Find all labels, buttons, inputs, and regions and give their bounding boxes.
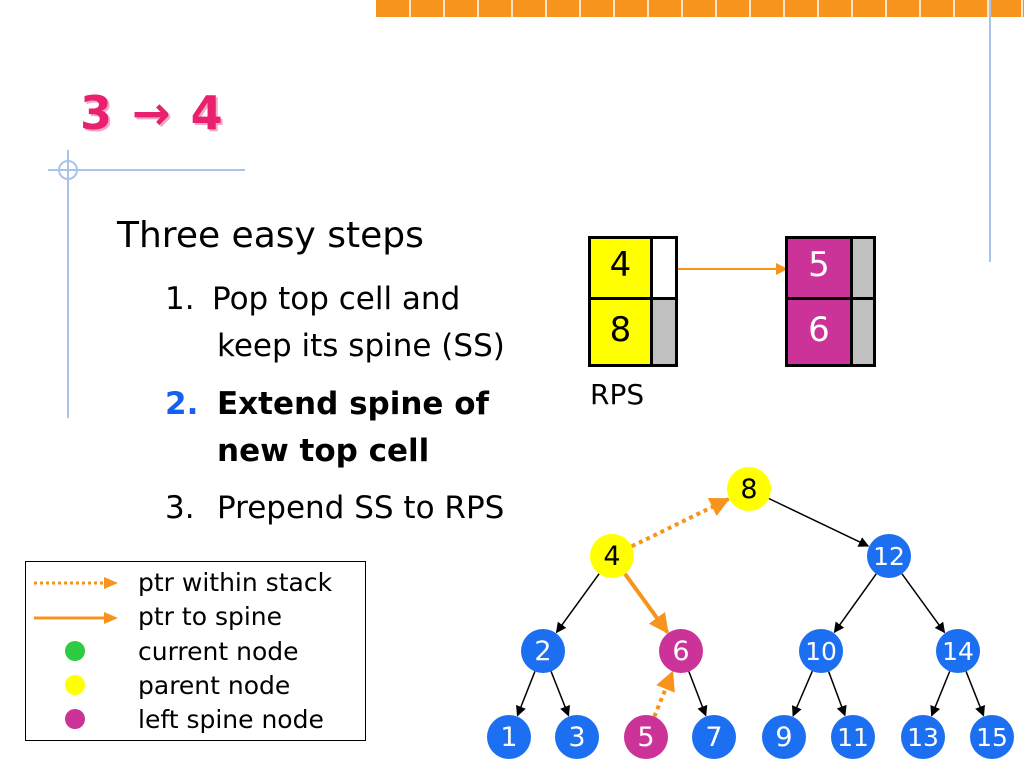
tree-node-label: 7 — [705, 722, 722, 753]
tree-node: 11 — [831, 715, 875, 759]
tree-node-circle — [762, 715, 806, 759]
step-text-line: Pop top cell and — [212, 281, 461, 317]
slide-title: 3 → 4 — [80, 86, 225, 140]
stack-value: 4 — [609, 245, 632, 285]
rps-label: RPS — [590, 378, 645, 411]
step-text-line: Extend spine of — [217, 386, 490, 422]
top-bar-tiles — [376, 0, 1024, 17]
tree-node-label: 14 — [942, 637, 974, 666]
tree-node-label: 4 — [603, 541, 620, 572]
step-text-line: new top cell — [217, 433, 430, 469]
tree-node: 4 — [590, 534, 634, 578]
tree-edge — [555, 573, 600, 634]
step-number: 2. — [165, 386, 199, 422]
tree-node-circle — [590, 534, 634, 578]
stack-cell-pointer — [850, 297, 876, 367]
tree-node: 10 — [799, 629, 843, 673]
spine-pointer-edge — [623, 572, 670, 635]
tree-node: 5 — [624, 715, 668, 759]
arrowhead-icon — [104, 612, 118, 624]
step-number: 1. — [165, 281, 195, 317]
tree-node: 9 — [762, 715, 806, 759]
tree-node-label: 13 — [907, 723, 939, 752]
tree-node-label: 2 — [534, 636, 551, 667]
tree-edge — [516, 671, 536, 717]
tree-edge — [768, 497, 870, 547]
stack-pointer-edge — [652, 670, 675, 718]
steps-heading: Three easy steps — [117, 215, 424, 256]
rule-circle — [58, 160, 78, 180]
tree-node-circle — [521, 629, 565, 673]
tree-node: 15 — [970, 715, 1014, 759]
tree-edge — [827, 671, 847, 717]
tree-node-circle — [487, 715, 531, 759]
tree-node-label: 15 — [976, 723, 1008, 752]
steps-list: Three easy steps — [117, 214, 424, 258]
tree-node-label: 12 — [873, 542, 905, 571]
tree-node-circle — [936, 629, 980, 673]
tree-edge — [930, 671, 951, 717]
parent-node-dot-icon — [65, 675, 85, 695]
tree-node-circle — [727, 467, 771, 511]
stack-pointer-edge — [630, 497, 731, 549]
tree-node-label: 10 — [805, 637, 837, 666]
tree-node-label: 6 — [672, 636, 689, 667]
legend-label: ptr to spine — [138, 602, 283, 631]
stack-value: 8 — [609, 310, 632, 350]
legend-label: ptr within stack — [138, 568, 333, 597]
tree-node-circle — [867, 534, 911, 578]
tree-node-circle — [970, 715, 1014, 759]
step-number: 3. — [165, 490, 195, 526]
tree-node: 8 — [727, 467, 771, 511]
tree-node: 1 — [487, 715, 531, 759]
tree-node-label: 11 — [837, 723, 869, 752]
tree-node-label: 5 — [637, 722, 654, 753]
tree-node: 14 — [936, 629, 980, 673]
tree-node: 6 — [659, 629, 703, 673]
legend-box: ptr within stack ptr to spine current no… — [25, 561, 366, 741]
tree-edge — [901, 573, 946, 634]
tree-edge — [965, 671, 985, 717]
legend-label: current node — [138, 637, 299, 666]
stack-value: 6 — [808, 310, 830, 350]
tree-node-circle — [799, 629, 843, 673]
tree-node: 12 — [867, 534, 911, 578]
step-text-line: Prepend SS to RPS — [217, 490, 505, 526]
current-node-dot-icon — [65, 641, 85, 661]
stack-value: 5 — [808, 245, 830, 285]
tree-edge — [833, 573, 877, 634]
tree-edge — [688, 671, 708, 717]
tree-node-circle — [555, 715, 599, 759]
tree-edge — [550, 671, 570, 717]
tree-node: 3 — [555, 715, 599, 759]
tree-node-label: 9 — [775, 722, 792, 753]
tree-node-circle — [659, 629, 703, 673]
arrowhead-icon — [104, 577, 118, 589]
tree-node: 2 — [521, 629, 565, 673]
stack-link-arrowhead-icon — [776, 263, 788, 275]
stack-cell-pointer — [650, 297, 678, 367]
tree-node-label: 1 — [500, 722, 517, 753]
tree-node-circle — [692, 715, 736, 759]
tree-node: 13 — [901, 715, 945, 759]
tree-node-circle — [831, 715, 875, 759]
legend-label: left spine node — [138, 705, 324, 734]
legend-label: parent node — [138, 671, 291, 700]
tree-edge — [792, 670, 813, 717]
left-spine-dot-icon — [65, 709, 85, 729]
tree-node-label: 3 — [568, 722, 585, 753]
tree-node-circle — [624, 715, 668, 759]
legend-symbols — [34, 577, 118, 729]
step-text-line: keep its spine (SS) — [217, 328, 505, 364]
stack-cell-pointer — [650, 236, 678, 300]
tree-node: 7 — [692, 715, 736, 759]
tree-node-circle — [901, 715, 945, 759]
tree-node-label: 8 — [740, 474, 757, 505]
